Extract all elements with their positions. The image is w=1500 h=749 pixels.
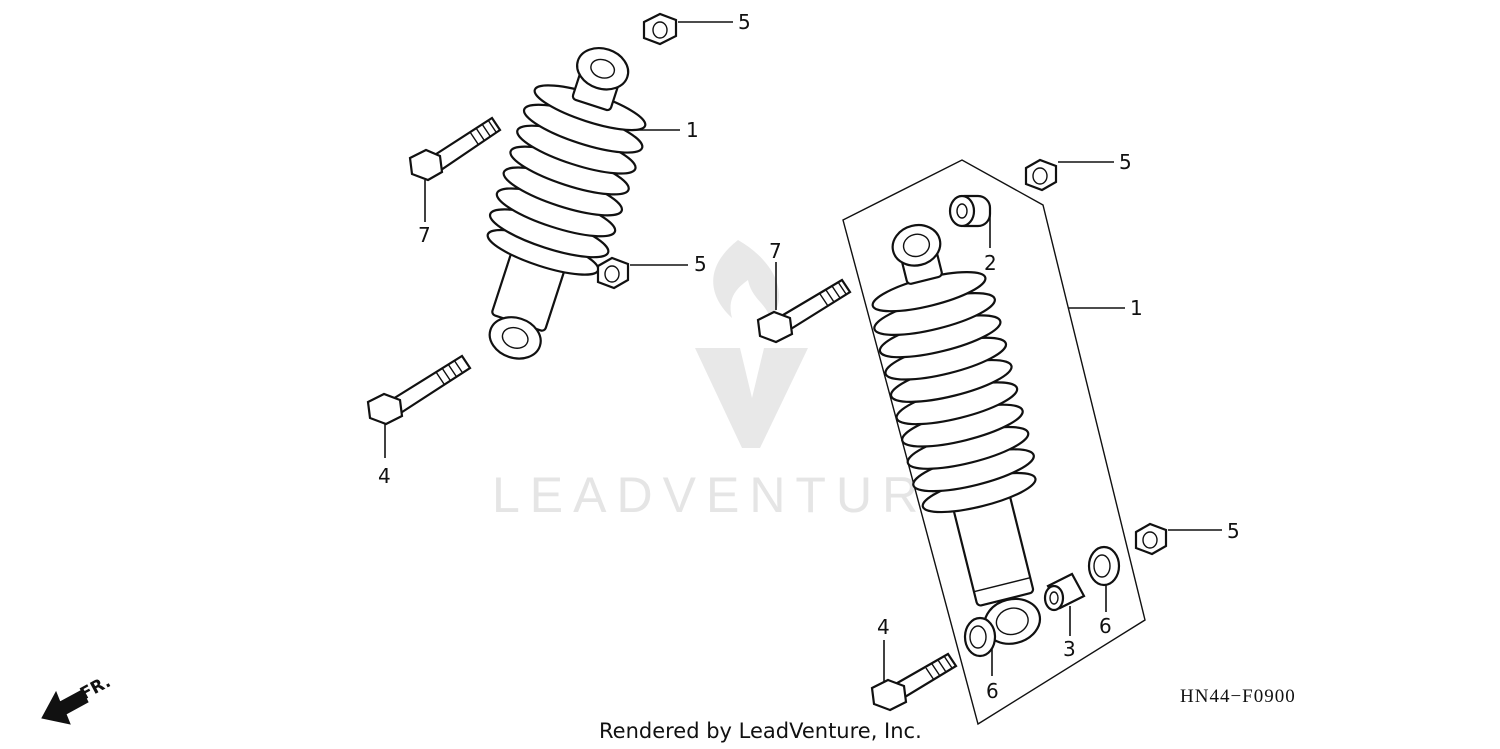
callout-left-upper-nut: 5	[738, 10, 751, 34]
callout-right-top-nut: 5	[1119, 150, 1132, 174]
right-lower-nut	[1134, 522, 1168, 556]
diagram-code: HN44−F0900	[1180, 686, 1296, 707]
left-upper-bolt	[408, 116, 502, 182]
left-upper-nut	[642, 12, 678, 46]
right-top-nut	[1024, 158, 1058, 192]
left-shock-absorber	[486, 47, 647, 360]
right-shock-absorber	[871, 223, 1042, 645]
callout-right-shock: 1	[1130, 296, 1143, 320]
assembly-boundary	[842, 159, 1146, 726]
callout-right-seal-lower: 6	[986, 679, 999, 703]
left-spring	[486, 84, 647, 276]
callout-right-collar: 3	[1063, 637, 1076, 661]
callout-right-upper-bolt: 7	[769, 239, 782, 263]
watermark-text: LEADVENTURE	[492, 467, 972, 523]
watermark-logo: LEADVENTURE	[492, 240, 972, 523]
callout-left-lower-bolt: 4	[378, 464, 391, 488]
front-direction-arrow: FR.	[41, 672, 114, 725]
callout-right-seal-upper: 6	[1099, 614, 1112, 638]
render-credit: Rendered by LeadVenture, Inc.	[599, 719, 922, 743]
callout-right-bushing: 2	[984, 251, 997, 275]
callout-left-shock: 1	[686, 118, 699, 142]
right-upper-bolt	[756, 278, 852, 344]
callout-right-lower-nut: 5	[1227, 519, 1240, 543]
left-lower-bolt	[366, 354, 472, 426]
right-seal-lower	[963, 616, 997, 658]
right-collar	[1043, 572, 1086, 612]
right-bushing	[948, 194, 992, 228]
right-spring	[871, 271, 1037, 514]
left-mid-nut	[596, 256, 630, 290]
callout-left-mid-nut: 5	[694, 252, 707, 276]
right-seal-upper	[1087, 545, 1121, 587]
right-lower-bolt	[870, 652, 958, 712]
callout-left-upper-bolt: 7	[418, 223, 431, 247]
callout-right-lower-bolt: 4	[877, 615, 890, 639]
